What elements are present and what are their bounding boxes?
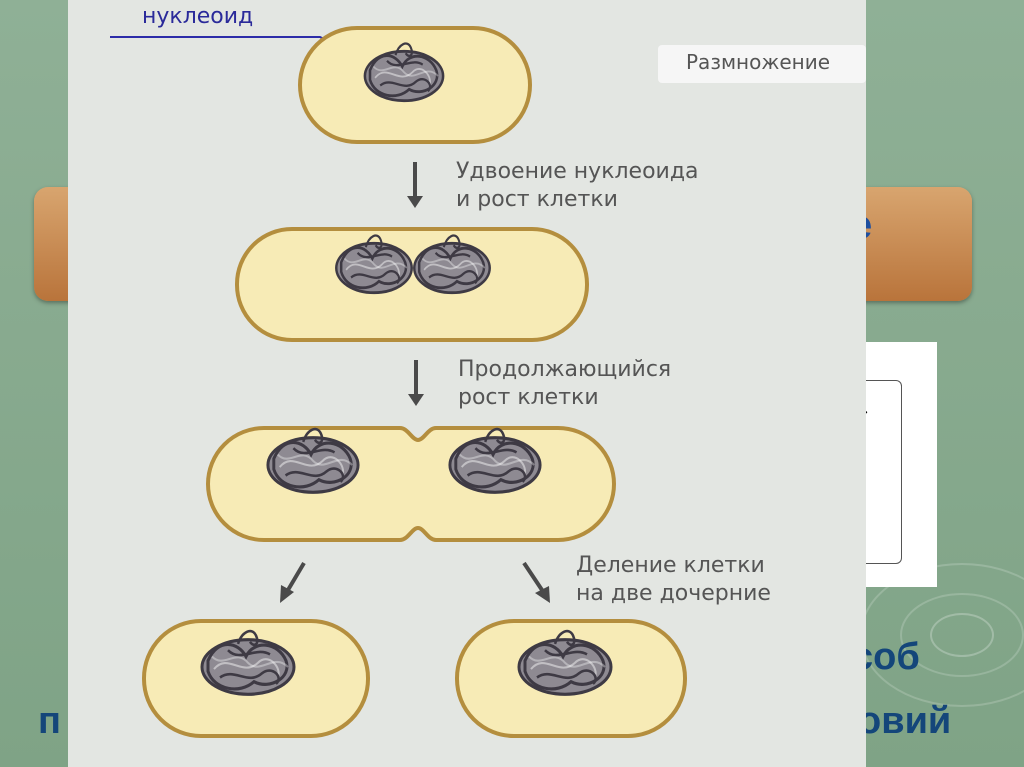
step2-label-line1: Продолжающийся	[458, 357, 672, 382]
daughter-cell-right	[455, 619, 687, 738]
down-right-arrow-icon	[522, 561, 550, 603]
step2-label-line2: рост клетки	[458, 385, 599, 410]
section-tag-label: Размножение	[686, 50, 831, 74]
step3-label-line2: на две дочерние	[576, 581, 771, 606]
section-tag: Размножение	[658, 45, 866, 83]
binary-fission-diagram: Размножение Удвоение нуклеоида и рост кл…	[68, 0, 866, 767]
dividing-cell	[206, 426, 616, 542]
bottom-text-fragment-left: п	[38, 700, 61, 742]
step1-label-line1: Удвоение нуклеоида	[456, 159, 699, 184]
ripple-decoration	[900, 593, 1024, 677]
daughter-cell-left	[142, 619, 370, 738]
ripple-decoration	[930, 613, 994, 657]
step1-label-line2: и рост клетки	[456, 187, 618, 212]
down-left-arrow-icon	[280, 561, 306, 603]
elongated-cell	[235, 227, 589, 342]
diagram-canvas	[110, 26, 687, 738]
parent-cell	[298, 26, 532, 144]
step3-label-line1: Деление клетки	[576, 553, 765, 578]
down-arrow-icon	[407, 162, 423, 208]
bottom-text-fragment-right: овий	[858, 700, 952, 742]
nucleoid-label: нуклеоид	[142, 4, 254, 29]
down-arrow-icon	[408, 360, 424, 406]
